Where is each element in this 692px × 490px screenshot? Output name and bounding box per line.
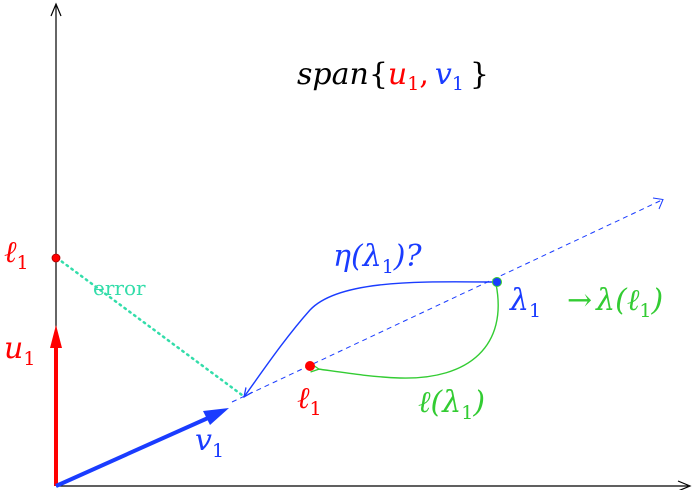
title-v: v	[435, 57, 452, 92]
u-vector-label: u1	[4, 331, 35, 370]
eta-label: η(λ1)?	[333, 239, 423, 278]
v-vector-label: v1	[195, 423, 224, 462]
ell-of-lambda-label: ℓ(λ1)	[418, 385, 485, 424]
ell-point-label: ℓ1	[297, 381, 322, 420]
v-vector	[55, 408, 229, 488]
v-direction-dashed-line	[231, 197, 664, 403]
title-u: u	[388, 57, 407, 92]
lambda-point	[492, 277, 502, 287]
error-line	[55, 256, 244, 397]
span-word: span	[297, 57, 369, 92]
lambda-label: λ1	[509, 283, 541, 322]
error-label: error	[93, 276, 146, 300]
lambda-of-ell-label: →λ(ℓ1)	[567, 283, 663, 322]
title-u-sub: 1	[407, 73, 419, 95]
title-v-sub: 1	[452, 73, 464, 95]
eta-curve	[244, 281, 495, 397]
ell-of-lambda-curve	[318, 283, 499, 379]
open-brace: {	[369, 57, 388, 92]
ell-axis-label: ℓ1	[4, 235, 29, 274]
ell-point	[305, 361, 315, 371]
span-title: span{u1,v1}	[297, 57, 489, 95]
u-vector	[50, 325, 62, 486]
close-brace: }	[470, 57, 489, 92]
ell-axis-point	[51, 253, 61, 263]
title-comma: ,	[419, 57, 429, 92]
horizontal-axis	[56, 480, 692, 490]
